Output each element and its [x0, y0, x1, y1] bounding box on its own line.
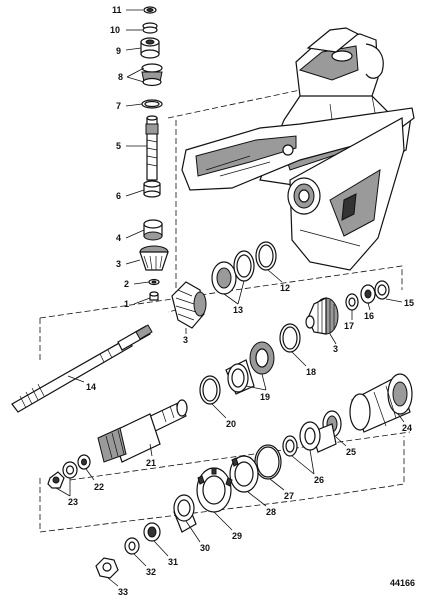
part-6-bushing: [143, 180, 161, 198]
part-3-forward-gear: [171, 281, 207, 329]
part-31-nut: [143, 522, 161, 542]
callout-32: 32: [146, 567, 156, 577]
callout-3-pinion: 3: [116, 259, 121, 269]
part-24-bearing-carrier: [349, 373, 413, 433]
part-19-bearing: [225, 341, 275, 395]
part-11-nut: [143, 6, 157, 14]
part-22: [77, 454, 91, 470]
part-23: [47, 461, 78, 489]
part-27-o-ring: [254, 444, 282, 480]
callout-26: 26: [314, 475, 324, 485]
callout-13: 13: [233, 305, 243, 315]
callout-4: 4: [116, 233, 121, 243]
callout-3-forward: 3: [183, 335, 188, 345]
part-21-clutch-shaft: [97, 399, 188, 463]
part-4-bearing: [143, 219, 163, 241]
callout-24: 24: [402, 423, 412, 433]
driveshaft-stack: [139, 6, 169, 301]
part-33-nut: [95, 557, 119, 579]
part-8-bearing: [141, 63, 163, 87]
part-26-bearing: [282, 421, 321, 457]
leader-lines: [55, 9, 405, 587]
callout-5: 5: [116, 141, 121, 151]
callout-14: 14: [86, 382, 96, 392]
part-30-spacer: [173, 494, 197, 533]
callout-23: 23: [68, 497, 78, 507]
callout-7: 7: [116, 101, 121, 111]
part-9-sleeve: [140, 37, 160, 59]
part-12-ring: [255, 241, 277, 271]
callout-8: 8: [118, 72, 123, 82]
reverse-gear-row: [199, 280, 390, 405]
callout-22: 22: [94, 482, 104, 492]
figure-reference-number: 44166: [390, 578, 415, 588]
callout-19: 19: [260, 392, 270, 402]
callout-25: 25: [346, 447, 356, 457]
part-5-driveshaft: [145, 115, 159, 181]
part-7-ring: [141, 99, 163, 109]
forward-gear-row: [171, 241, 277, 329]
part-16: [360, 284, 376, 304]
callout-33: 33: [118, 587, 128, 597]
part-15: [374, 280, 390, 300]
part-17: [345, 293, 359, 311]
retainer-row: [95, 455, 259, 579]
part-29-retainer-nut: [196, 467, 233, 513]
callout-12: 12: [280, 283, 290, 293]
callout-30: 30: [200, 543, 210, 553]
hardware-22-23: [47, 454, 91, 489]
callout-6: 6: [116, 191, 121, 201]
part-14-propeller-shaft: [11, 324, 153, 413]
callout-27: 27: [284, 491, 294, 501]
callout-21: 21: [146, 458, 156, 468]
part-10: [142, 22, 158, 34]
callout-20: 20: [226, 419, 236, 429]
callout-2: 2: [124, 279, 129, 289]
part-3-reverse-gear: [305, 297, 339, 335]
callout-labels: 11 10 9 8 7 5 6 4 3 2 1 3 13 12 14 15 16…: [68, 5, 415, 597]
callout-1: 1: [124, 299, 129, 309]
callout-10: 10: [110, 25, 120, 35]
part-13-bearing: [211, 250, 255, 295]
carrier-row: [254, 373, 413, 480]
callout-3-reverse: 3: [333, 344, 338, 354]
part-1-nut: [149, 291, 159, 301]
callout-16: 16: [364, 311, 374, 321]
callout-18: 18: [306, 367, 316, 377]
callout-28: 28: [266, 507, 276, 517]
gear-housing: [181, 27, 415, 271]
callout-31: 31: [168, 557, 178, 567]
callout-29: 29: [232, 531, 242, 541]
callout-17: 17: [344, 321, 354, 331]
part-20-ring: [199, 375, 221, 405]
part-2-washer: [148, 278, 160, 286]
part-3-pinion-gear: [139, 245, 169, 271]
callout-11: 11: [112, 5, 122, 15]
callout-9: 9: [116, 46, 121, 56]
part-18-ring: [279, 323, 301, 353]
part-28-tab-washer: [229, 455, 259, 493]
callout-15: 15: [404, 298, 414, 308]
part-32-washer: [124, 537, 140, 555]
